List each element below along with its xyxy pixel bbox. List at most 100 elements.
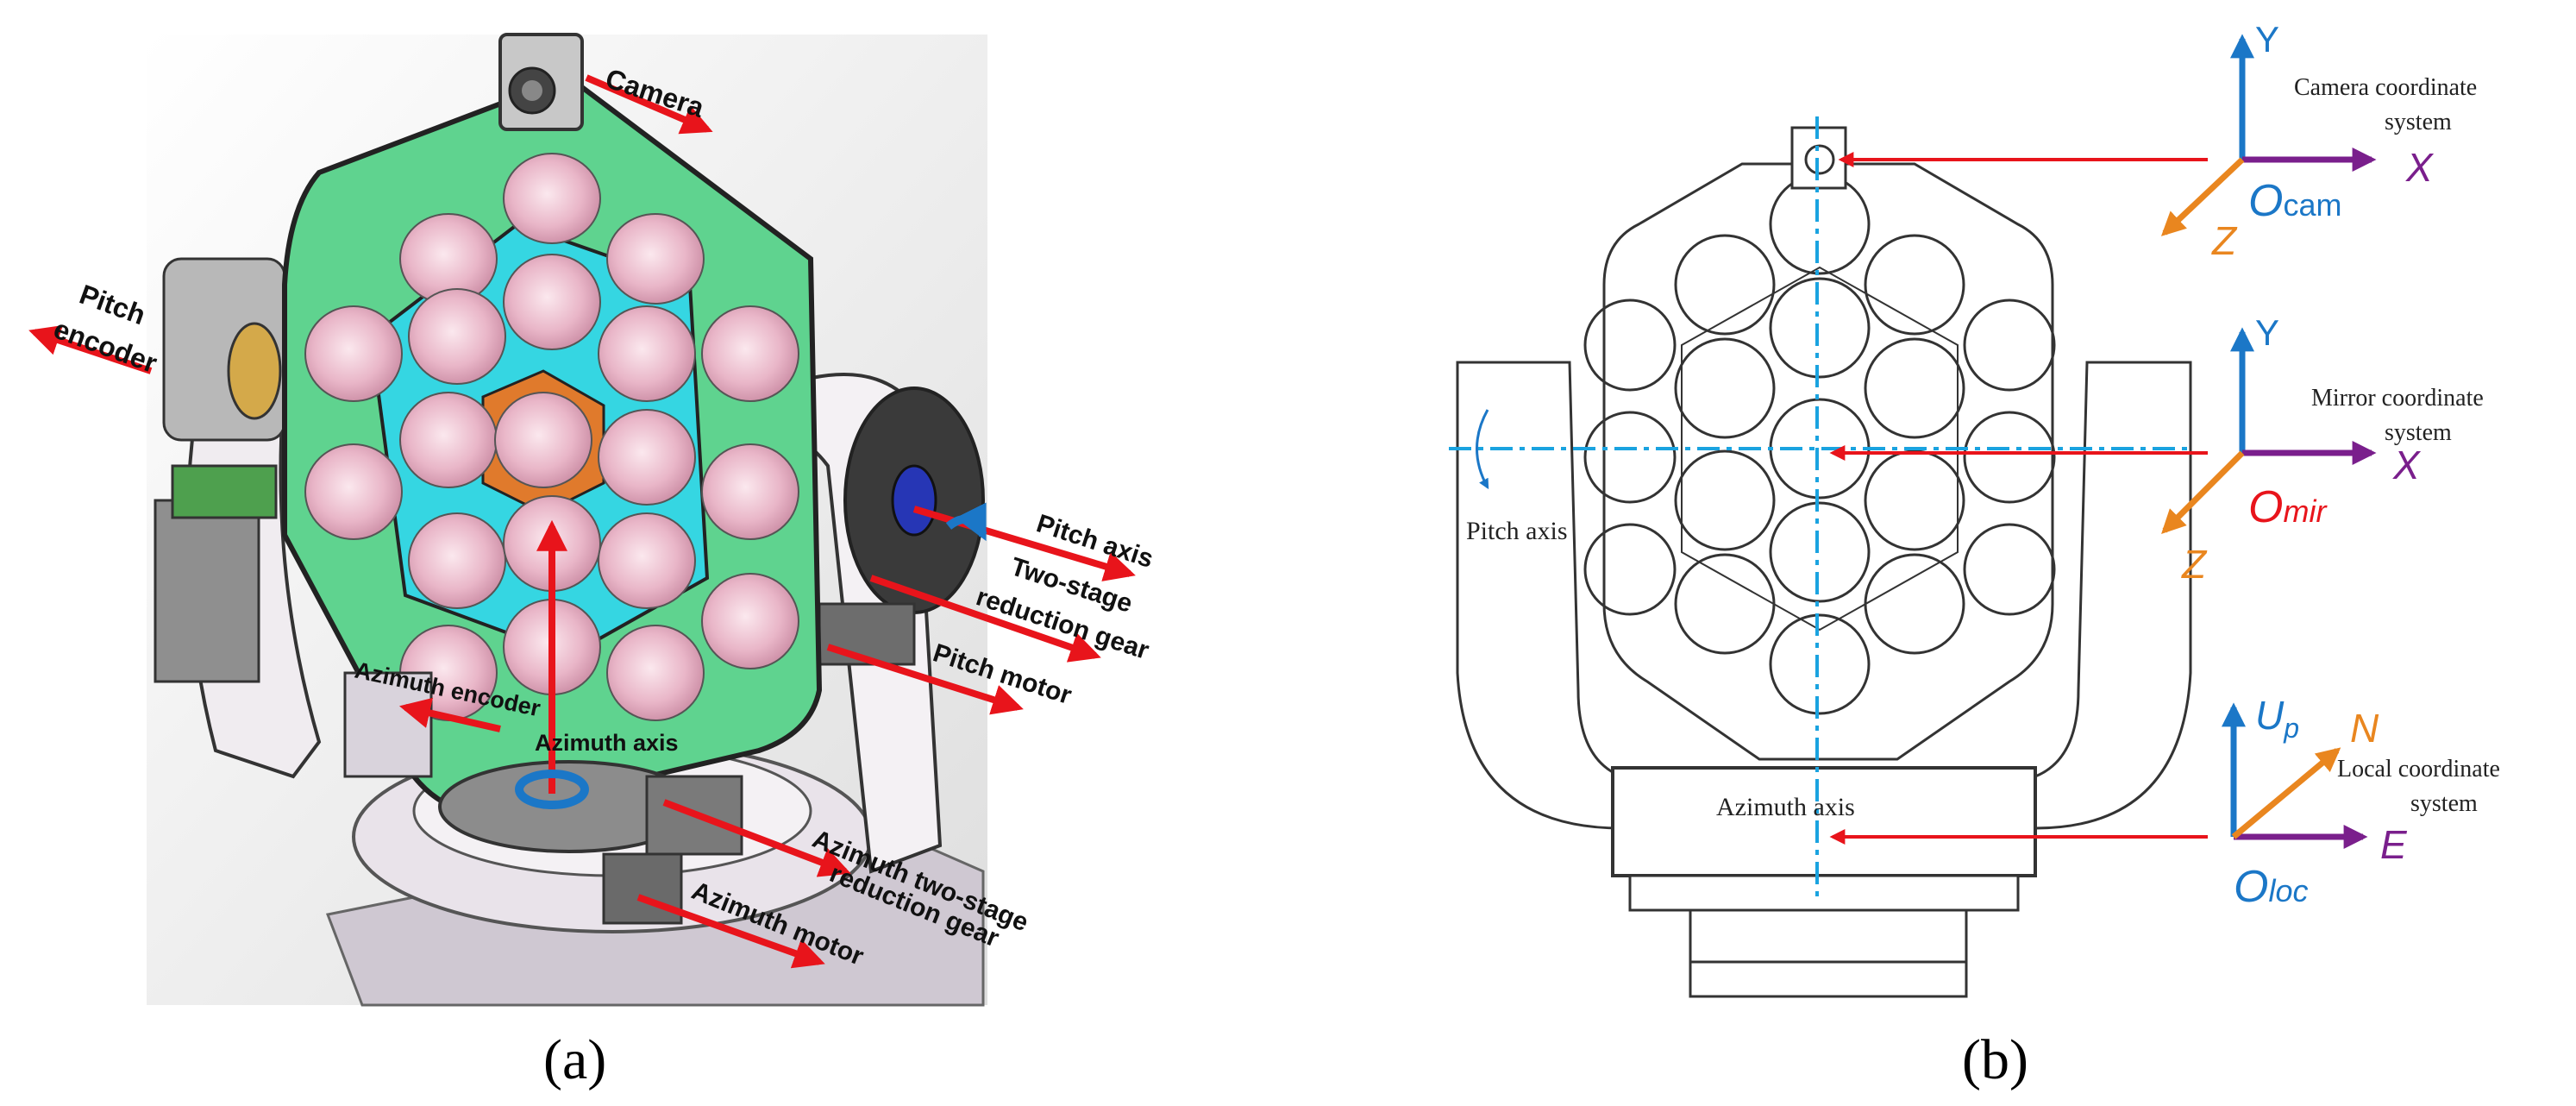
label-azimuth-axis-b: Azimuth axis	[1716, 793, 1855, 821]
panel-a: Camera Pitch encoder Pitch axis Two-stag…	[28, 33, 1156, 1091]
cam-z-axis	[2160, 157, 2245, 236]
facet-circle	[1674, 337, 1776, 439]
cam-z-label: Z	[2211, 218, 2238, 263]
loc-cs-title-1: Local coordinate	[2337, 756, 2500, 782]
facet	[606, 625, 705, 721]
azimuth-motor-arrow	[636, 894, 825, 969]
facet-circle	[1963, 298, 2056, 392]
azimuth-motor-block	[602, 852, 683, 925]
facet	[408, 512, 506, 609]
loc-n-axis	[2231, 747, 2341, 839]
facet	[408, 288, 506, 385]
mirror-facets-b	[1583, 173, 2056, 715]
local-coordinate-system: Up N E Oloc Local coordinate system	[2222, 693, 2500, 912]
facet	[304, 443, 403, 540]
base-footplate	[1689, 960, 1968, 998]
mir-origin-label: Omir	[2248, 482, 2328, 532]
facet	[304, 305, 403, 402]
azimuth-encoder-arrow	[398, 697, 501, 732]
pitch-motor-arrow	[826, 644, 1024, 715]
facet	[598, 305, 696, 402]
two-stage-gear-arrow	[869, 575, 1101, 663]
facet-circle	[1963, 411, 2056, 504]
facet-circle	[1769, 501, 1871, 603]
label-azimuth-axis: Azimuth axis	[535, 730, 679, 756]
panel-b: Pitch axis Azimuth axis Y X Z Ocam Camer…	[1449, 19, 2500, 1091]
camera-arrow	[585, 74, 713, 135]
pitch-encoder-disc	[227, 322, 282, 420]
loc-up-sub: p	[2283, 713, 2299, 744]
facet	[494, 392, 592, 488]
facet	[399, 392, 498, 488]
pitch-encoder-arrow	[28, 325, 153, 374]
caption-a: (a)	[543, 1028, 606, 1091]
azimuth-two-stage-arrow	[662, 799, 851, 877]
mirror-coordinate-system: Y X Z Omir Mirror coordinate system	[2161, 312, 2484, 587]
mirror-outline	[1602, 162, 2054, 761]
facet	[606, 213, 705, 305]
loc-up-u: U	[2255, 693, 2285, 738]
base-feet	[1689, 908, 1968, 964]
inner-hexagon	[1681, 266, 1959, 632]
facet	[598, 409, 696, 506]
caption-b: (b)	[1962, 1028, 2028, 1091]
right-yoke-outline	[2034, 361, 2192, 830]
mir-cs-title-1: Mirror coordinate	[2311, 385, 2484, 412]
camera-lens-glass	[522, 80, 542, 101]
cam-y-label: Y	[2255, 19, 2279, 60]
pitch-axis-arrow	[912, 506, 1136, 581]
camera-coordinate-system: Y X Z Ocam Camera coordinate system	[2160, 19, 2477, 263]
mir-y-label: Y	[2255, 312, 2279, 353]
loc-origin-label: Oloc	[2234, 862, 2308, 912]
facet-circle	[1864, 337, 1965, 439]
cam-cs-title-1: Camera coordinate	[2294, 74, 2477, 101]
loc-e-label: E	[2380, 822, 2408, 867]
mir-x-label: X	[2392, 443, 2422, 487]
left-yoke-outline	[1456, 361, 1623, 830]
left-circuit-board	[171, 464, 278, 519]
facet	[701, 305, 799, 402]
mir-z-label: Z	[2181, 542, 2208, 587]
loc-origin-o: O	[2234, 862, 2268, 912]
pitch-motor-block	[818, 602, 916, 666]
cam-x-label: X	[2405, 145, 2435, 190]
cam-origin-sub: cam	[2283, 187, 2341, 223]
facet	[701, 573, 799, 669]
facet-circle	[1769, 613, 1871, 715]
base-plinth	[1628, 874, 2020, 912]
facet-circle	[1864, 234, 1965, 336]
left-motor-block	[154, 499, 260, 683]
loc-cs-title-2: system	[2410, 790, 2478, 817]
label-pitch-axis-b: Pitch axis	[1466, 517, 1568, 545]
cam-cs-title-2: system	[2385, 109, 2452, 135]
cam-origin-label: Ocam	[2248, 176, 2341, 226]
mir-origin-sub: mir	[2283, 493, 2328, 529]
facet	[503, 254, 601, 350]
facet-circle	[1583, 411, 1677, 504]
azimuth-base-box	[1611, 766, 2037, 877]
pitch-rotation-icon	[945, 502, 987, 542]
label-encoder: encoder	[50, 313, 161, 379]
mir-z-axis	[2161, 450, 2245, 534]
pitch-axis-hub	[891, 464, 937, 537]
pitch-rotation-arrow	[1476, 409, 1489, 490]
loc-n-label: N	[2350, 706, 2379, 751]
loc-origin-sub: loc	[2268, 873, 2308, 908]
facet	[701, 443, 799, 540]
facet	[598, 512, 696, 609]
facet-circle	[1769, 277, 1871, 379]
cam-origin-o: O	[2248, 176, 2283, 226]
mir-origin-o: O	[2248, 482, 2283, 532]
facet	[503, 153, 601, 244]
facet-circle	[1583, 298, 1677, 392]
facet-circle	[1674, 234, 1776, 336]
facet-circle	[1674, 449, 1776, 551]
facet-circle	[1583, 523, 1677, 616]
loc-up-label: Up	[2255, 693, 2299, 744]
panel-a-arrows	[28, 74, 1136, 969]
mir-cs-title-2: system	[2385, 419, 2452, 446]
azimuth-rotation-icon	[515, 770, 589, 809]
facet-circle	[1963, 523, 2056, 616]
camera-lens-outline	[1804, 144, 1835, 175]
